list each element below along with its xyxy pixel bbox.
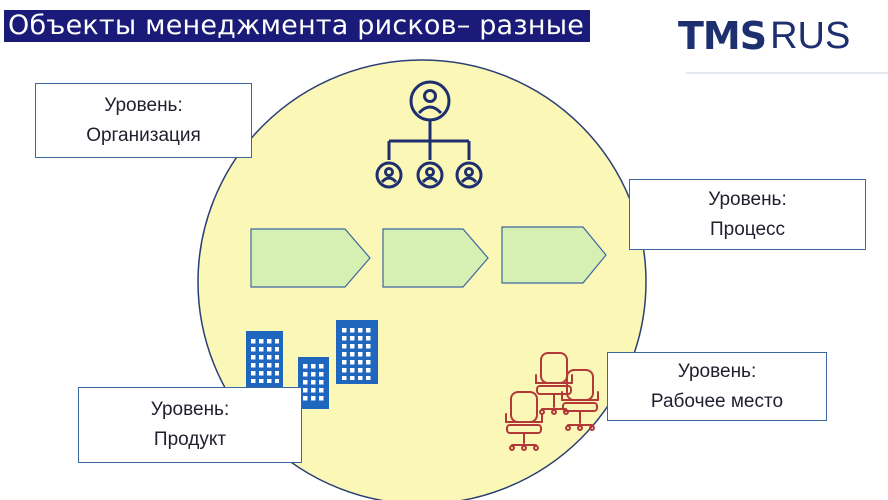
- level-workplace-value: Рабочее место: [650, 390, 784, 412]
- level-product-box: Уровень: Продукт: [78, 387, 302, 463]
- tms-rus-logo: TMS RUS: [678, 14, 886, 58]
- level-process-label: Уровень:: [708, 188, 787, 210]
- office-chair-icon: [561, 369, 599, 431]
- process-arrow-icon: [250, 228, 371, 288]
- level-organization-box: Уровень: Организация: [35, 83, 252, 158]
- level-organization-value: Организация: [86, 124, 201, 146]
- level-product-value: Продукт: [153, 429, 227, 450]
- office-chair-icon: [505, 391, 543, 451]
- process-arrows: [250, 226, 607, 288]
- building-icon: [336, 320, 378, 384]
- level-workplace-box: Уровень: Рабочее место: [607, 352, 827, 421]
- building-icon: [246, 331, 283, 387]
- level-product-label: Уровень:: [150, 399, 230, 420]
- process-arrow-icon: [501, 226, 607, 284]
- org-chart-icon: [375, 80, 483, 189]
- header-divider: [686, 72, 888, 74]
- level-workplace-label: Уровень:: [677, 360, 757, 382]
- level-organization-label: Уровень:: [104, 94, 183, 116]
- slide-title: Объекты менеджмента рисков– разные: [4, 10, 591, 42]
- level-process-value: Процесс: [709, 218, 786, 240]
- level-process-box: Уровень: Процесс: [629, 179, 866, 250]
- logo-tms-text: TMS: [678, 14, 767, 58]
- process-arrow-icon: [382, 228, 489, 288]
- logo-rus-text: RUS: [770, 14, 851, 57]
- building-icon: [298, 357, 329, 409]
